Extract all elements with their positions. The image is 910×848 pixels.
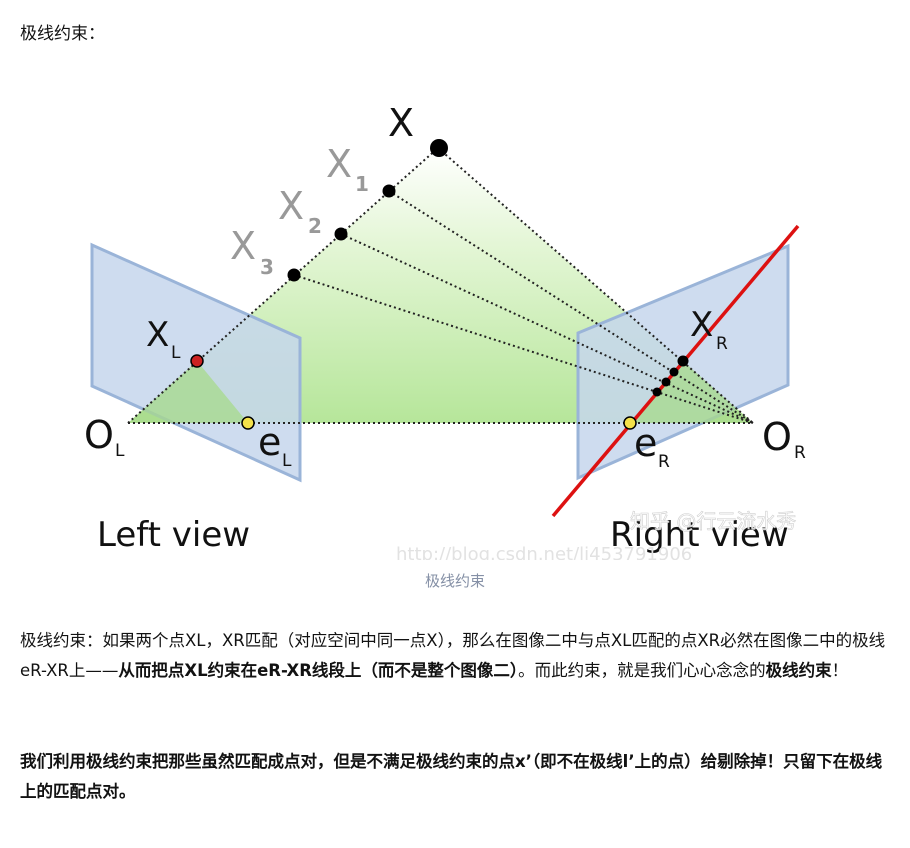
url-watermark: http://blog.csdn.net/lj453791906 [396,544,692,560]
point-x3-proj [652,387,662,397]
point-x1-proj [669,367,679,377]
label-xl: X [146,315,169,355]
label-or-sub: R [794,443,806,463]
paragraph1-bold1: 从而把点XL约束在eR-XR线段上（而不是整个图像二） [118,661,519,680]
point-xl [190,354,204,368]
label-el-sub: L [282,451,292,471]
point-x2 [334,227,348,241]
point-x3 [287,268,301,282]
paragraph-filter-matches: 我们利用极线约束把那些虽然匹配成点对，但是不满足极线约束的点x’（即不在极线l’… [20,752,883,801]
left-view-title: Left view [97,515,250,555]
paragraph1-bold2: 极线约束 [765,661,832,680]
intro-text: 极线约束： [20,24,105,44]
label-ol-sub: L [115,441,125,461]
label-er: e [634,421,657,465]
paragraph-epipolar-definition: 极线约束：如果两个点XL，XR匹配（对应空间中同一点X），那么在图像二中与点XL… [20,626,890,686]
label-er-sub: R [658,452,670,472]
label-x1-sub: 1 [355,172,369,196]
point-x1 [382,184,396,198]
left-plane-triangle [128,361,248,423]
epipole-left [241,416,255,430]
label-x2-sub: 2 [308,214,322,238]
label-or: O [762,415,792,459]
paragraph1-part3: ！ [831,661,849,680]
paragraph1-part1: 极线约束：如果两个点XL，XR匹配（对应空间中同一点X），那么在图像二中与点XL… [20,631,886,680]
label-xr: X [690,305,713,345]
label-el: e [258,420,281,464]
label-xl-sub: L [171,343,181,363]
label-x2: X [278,184,304,228]
zhihu-watermark: 知乎 @行云流水秀 [630,509,796,533]
point-xr [677,355,689,367]
label-ol: O [84,413,114,457]
label-x3-sub: 3 [260,255,274,279]
right-view-title: Right view [610,515,789,555]
label-x: X [388,101,414,145]
label-x1: X [326,142,352,186]
epipolar-figure: X X 1 X 2 X 3 X L X R O L O R e L e R Le… [70,80,830,560]
point-x2-proj [661,377,671,387]
point-x [430,139,448,157]
paragraph1-part2: 。而此约束，就是我们心心念念的 [518,661,766,680]
label-xr-sub: R [716,334,728,354]
epipole-right [623,416,637,430]
figure-caption: 极线约束 [424,572,485,590]
label-x3: X [230,224,256,268]
epipolar-diagram: X X 1 X 2 X 3 X L X R O L O R e L e R Le… [84,101,806,560]
right-plane-triangle [630,361,753,423]
